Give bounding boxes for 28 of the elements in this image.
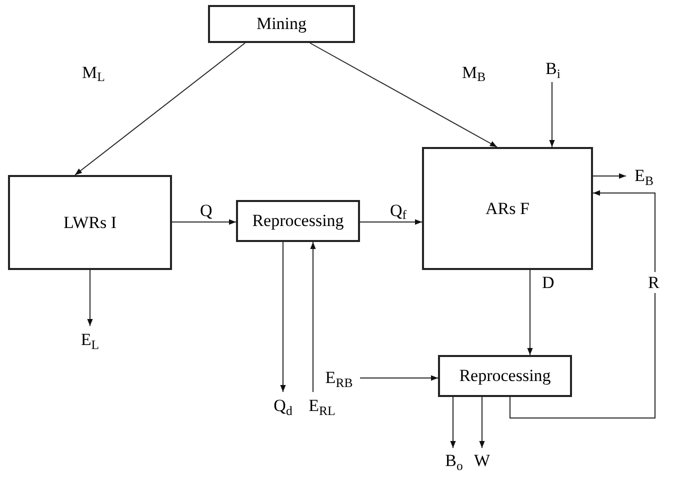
flow-label: Q$_{d}$ — [266, 392, 300, 420]
flow-label: E$_{RB}$ — [318, 364, 360, 392]
flow-label: E$_{RL}$ — [300, 392, 344, 420]
arrow — [360, 219, 422, 225]
arrow — [592, 173, 626, 179]
process-box: LWRs I — [8, 175, 172, 270]
arrow — [310, 242, 316, 392]
arrow — [510, 190, 656, 418]
arrow — [87, 270, 93, 326]
flow-label: E$_{L}$ — [70, 326, 110, 354]
arrow — [527, 270, 533, 356]
arrow — [172, 219, 236, 225]
flow-label: E$_{B}$ — [626, 162, 662, 190]
flow-label: W — [470, 448, 494, 474]
process-box: Mining — [208, 5, 355, 43]
arrow — [549, 82, 555, 148]
arrow — [479, 396, 485, 448]
process-box: Reprocessing — [236, 200, 360, 242]
arrow — [74, 42, 246, 176]
process-box: Reprocessing — [438, 355, 572, 397]
arrow — [450, 396, 456, 448]
edge-label: R — [646, 272, 662, 294]
arrow — [310, 42, 498, 148]
process-box: ARs F — [422, 147, 593, 270]
flow-label: B$_{i}$ — [538, 56, 568, 82]
flow-label: B$_{o}$ — [440, 448, 468, 474]
arrow — [360, 375, 438, 381]
arrow — [280, 242, 286, 392]
